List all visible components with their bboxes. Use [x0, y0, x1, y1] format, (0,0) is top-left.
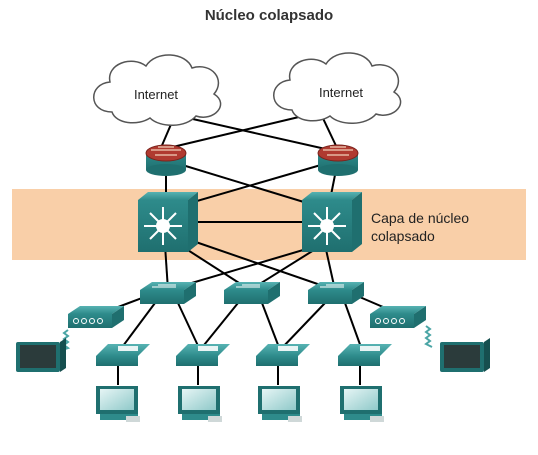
internet-cloud-2: Internet	[273, 52, 402, 124]
access-switch-1	[140, 282, 196, 304]
link-access2-phone2	[199, 302, 239, 351]
link-cloud2-router1	[159, 111, 321, 151]
internet-cloud-2-label: Internet	[319, 85, 363, 100]
ip-phone-3	[256, 344, 310, 366]
link-access1-phone1	[119, 302, 156, 351]
link-core1-access3	[189, 239, 336, 291]
access-switch-3	[308, 282, 364, 304]
wireless-tablet-1	[16, 338, 66, 372]
pc-1	[96, 386, 140, 422]
internet-cloud-1-label: Internet	[134, 87, 178, 102]
wireless-ap-2	[370, 306, 426, 328]
internet-cloud-1: Internet	[93, 54, 222, 126]
link-access1-phone2	[177, 302, 201, 351]
pc-2	[178, 386, 222, 422]
link-cloud1-router2	[174, 114, 331, 151]
collapsed-core-layer-band	[12, 189, 526, 260]
diagram-title: Núcleo colapsado	[204, 7, 334, 24]
link-access3-phone4	[344, 302, 363, 351]
wireless-ap-1	[68, 306, 124, 328]
access-switch-2	[224, 282, 280, 304]
wireless-tablet-2	[440, 338, 490, 372]
pc-4	[340, 386, 384, 422]
wireless-link-2	[424, 325, 433, 348]
ip-phone-1	[96, 344, 150, 366]
core-switch-2	[302, 192, 362, 252]
core-switch-1	[138, 192, 198, 252]
ip-phone-2	[176, 344, 230, 366]
edge-router-2	[317, 144, 359, 176]
link-access2-phone3	[261, 302, 281, 351]
link-access3-phone3	[279, 302, 326, 351]
edge-router-1	[145, 144, 187, 176]
ip-phone-4	[338, 344, 392, 366]
pc-3	[258, 386, 302, 422]
collapsed-core-layer-label: Capa de núcleo colapsado	[371, 210, 470, 244]
